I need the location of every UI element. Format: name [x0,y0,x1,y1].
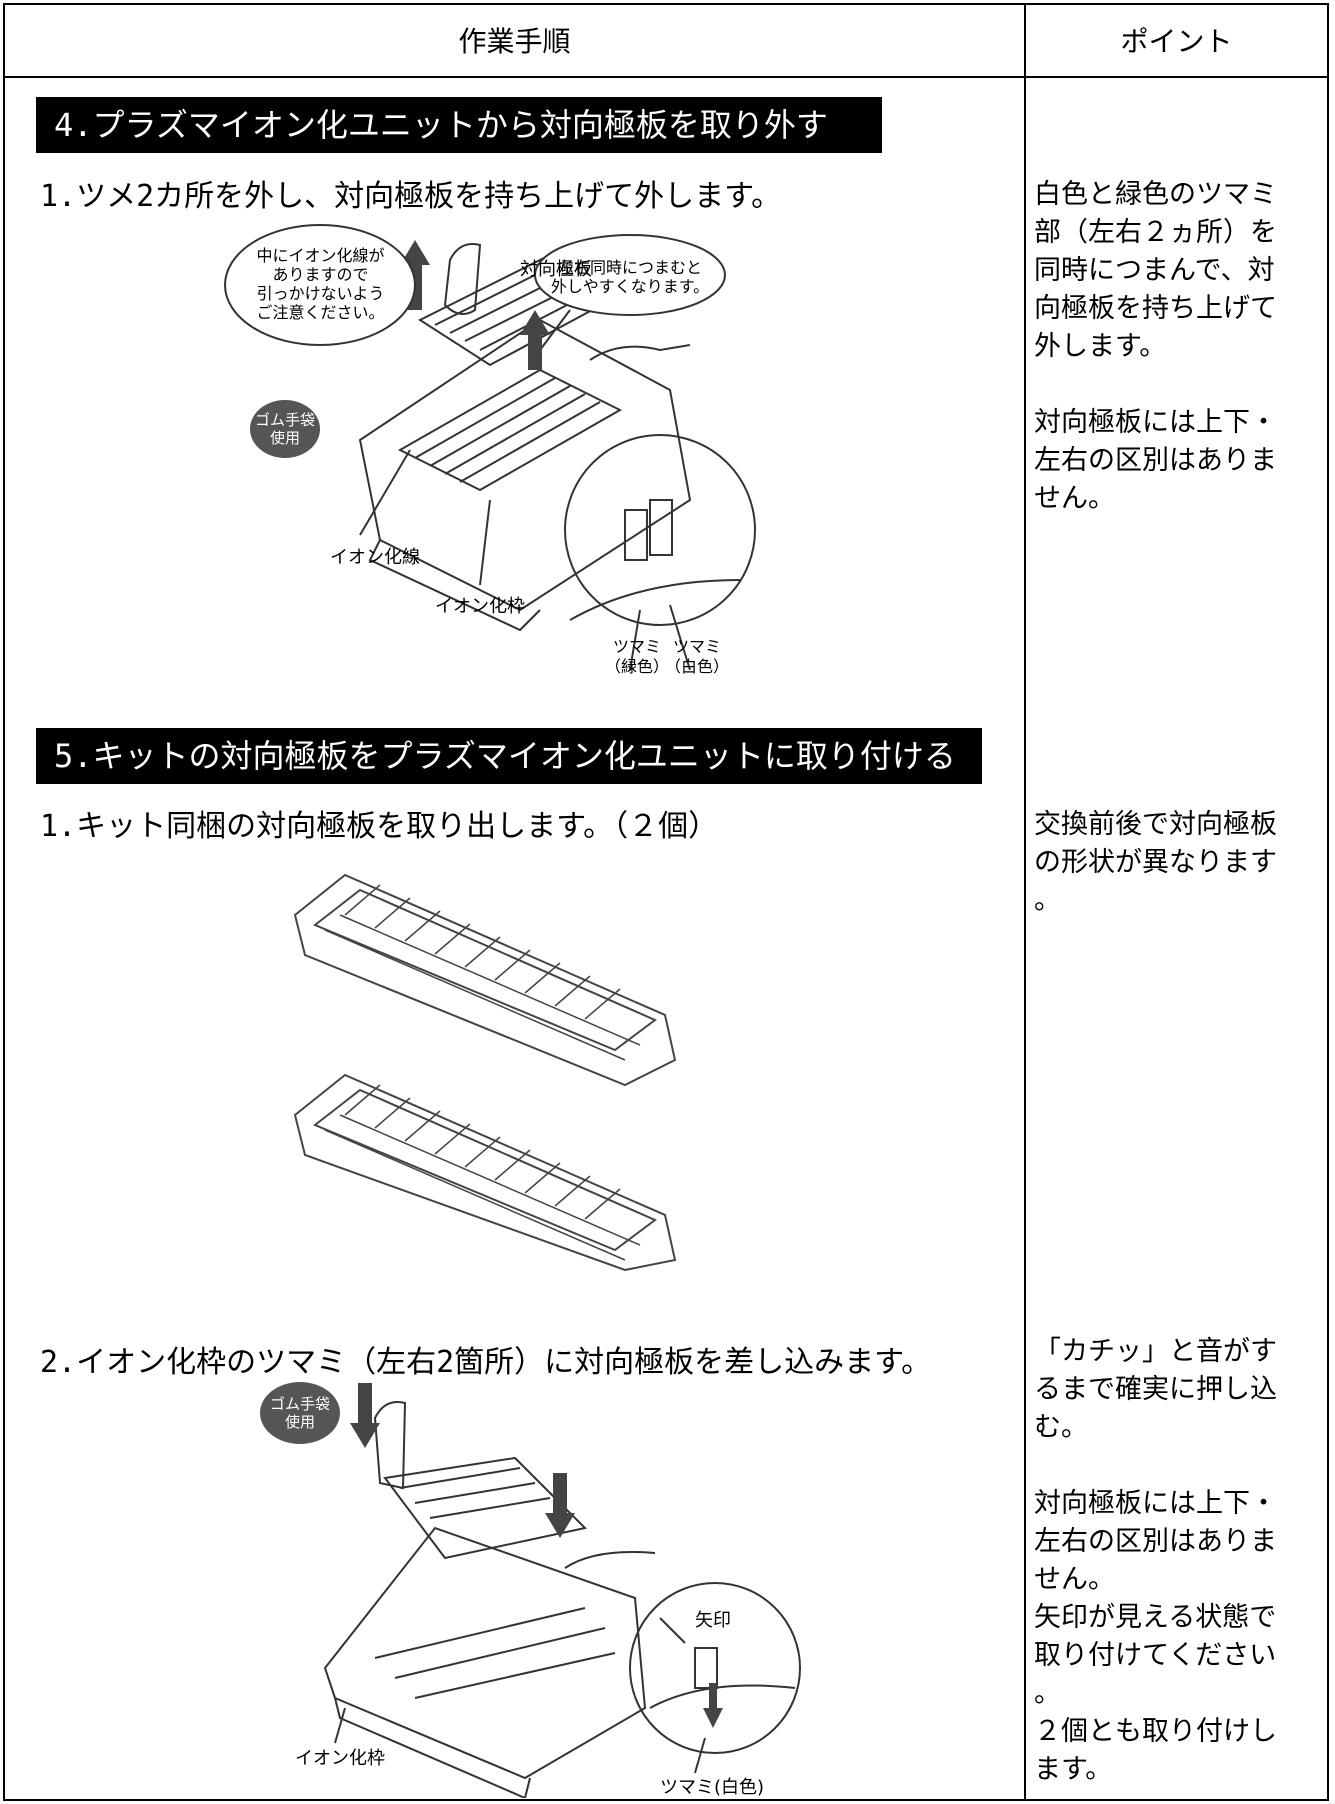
section-4-title: 4.プラズマイオン化ユニットから対向極板を取り外す [36,97,882,153]
section-5-title: 5.キットの対向極板をプラズマイオン化ユニットに取り付ける [36,728,982,784]
point-section5-step2-text-2: 対向極板には上下・ 左右の区別はありま せん。 矢印が見える状態で 取り付けてく… [1034,1488,1277,1785]
table-frame [3,3,1329,1801]
column-divider [1024,3,1026,1801]
header-procedure: 作業手順 [458,24,571,58]
badge-rubber-gloves: ゴム手袋 使用 [250,400,320,458]
label-arrow-mark: 矢印 [695,1610,731,1631]
insert-plate-illustration [323,1383,801,1800]
label-ion-wire: イオン化線 [330,547,420,568]
point-section5-step2: 「カチッ」と音がす るまで確実に押し込 む。 対向極板には上下・ 左右の区別はあ… [1034,1333,1324,1789]
kit-plates-illustration [293,873,677,1272]
section-5-step-2: 2.イオン化枠のツマミ（左右2箇所）に対向極板を差し込みます。 [40,1345,932,1380]
point-section5-step1-text: 交換前後で対向極板 の形状が異なります 。 [1034,809,1277,916]
figure-kit-plates [285,845,705,1275]
label-knob-white: ツマミ （白色） [665,637,730,676]
point-section4-text-2: 対向極板には上下・ 左右の区別はありま せん。 [1034,407,1277,514]
figure-remove-plate: 中にイオン化線が ありますので 引っかけないよう ご注意ください。 対向極板 左… [220,200,800,680]
callout-pinch-both: 左右同時につまむと 外しやすくなります。 [550,258,710,296]
point-section4: 白色と緑色のツマミ 部（左右２ヵ所）を 同時につまんで、対 向極板を持ち上げて … [1034,176,1324,518]
label-ion-frame: イオン化枠 [435,596,525,617]
badge-rubber-gloves-2: ゴム手袋 使用 [260,1382,340,1444]
point-section5-step1: 交換前後で対向極板 の形状が異なります 。 [1034,806,1324,920]
callout-wire-caution: 中にイオン化線が ありますので 引っかけないよう ご注意ください。 [256,246,385,322]
label-knob-white-2: ツマミ(白色) [660,1777,765,1798]
label-ion-frame-2: イオン化枠 [295,1748,385,1769]
label-knob-green: ツマミ （緑色） [605,637,670,676]
header-divider [3,76,1329,78]
point-section4-text-1: 白色と緑色のツマミ 部（左右２ヵ所）を 同時につまんで、対 向極板を持ち上げて … [1034,179,1277,362]
remove-plate-illustration [224,224,756,671]
figure-insert-plate: ゴム手袋 使用 矢印 イオン化枠 ツマミ(白色) [255,1378,815,1800]
header-point: ポイント [1120,24,1233,58]
section-5-step-1: 1.キット同梱の対向極板を取り出します。（２個） [40,809,719,844]
section-4-step-1: 1.ツメ2カ所を外し、対向極板を持ち上げて外します。 [40,179,782,214]
label-counter-plate: 対向極板 [520,259,592,280]
point-section5-step2-text-1: 「カチッ」と音がす るまで確実に押し込 む。 [1034,1336,1277,1443]
